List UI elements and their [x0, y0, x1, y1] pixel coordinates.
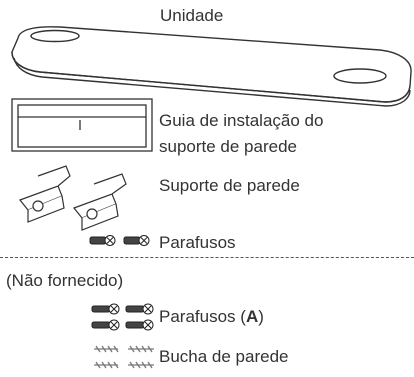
screws-a-label-prefix: Parafusos ( [159, 307, 246, 326]
wall-plug-label: Bucha de parede [159, 347, 289, 366]
screws-label: Parafusos [159, 233, 236, 252]
not-supplied-heading: (Não fornecido) [6, 271, 124, 290]
soundbar-icon [11, 26, 412, 107]
screws-a-label-bold: A [245, 307, 259, 326]
not-supplied-divider [0, 257, 414, 258]
bracket-guide-label-line1: Guia de instalação do [159, 111, 324, 130]
bracket-guide-label-line2: suporte de parede [159, 137, 297, 156]
screws-a-label: Parafusos (A) [159, 307, 264, 327]
bracket-guide-sheet-icon [11, 98, 153, 152]
wall-bracket-label: Suporte de parede [159, 176, 300, 195]
wall-bracket-icon [19, 165, 127, 231]
wall-plug-icon [94, 345, 154, 369]
screws-a-label-suffix: ) [258, 307, 264, 326]
screw-a-icon [91, 303, 154, 331]
unit-label: Unidade [160, 6, 224, 25]
screw-icon [89, 235, 150, 246]
